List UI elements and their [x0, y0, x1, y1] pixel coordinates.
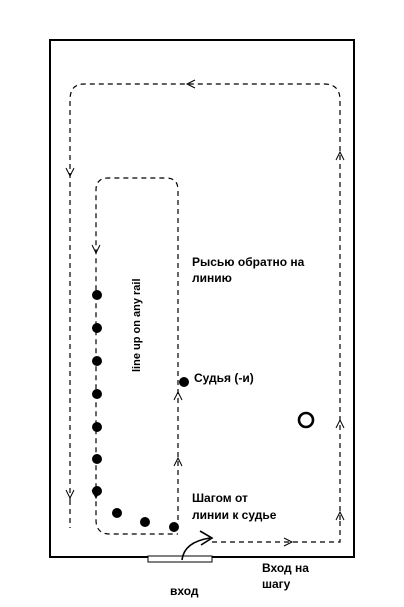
entrance-label: вход	[170, 584, 199, 598]
direction-arrows	[65, 79, 345, 547]
horse-marker	[92, 290, 102, 300]
arrow-up-inner	[173, 390, 183, 401]
horse-marker	[112, 508, 122, 518]
obstacle-ring	[297, 411, 315, 429]
entry-arrow	[181, 537, 211, 561]
arrow-left-top	[185, 79, 196, 89]
trot-back-label: Рысью обратно на	[192, 255, 305, 269]
arrow-up-right-2	[335, 418, 345, 429]
trot-route	[69, 83, 341, 520]
walk-label-2: линии к судье	[192, 508, 277, 522]
trot-back-label-2: линию	[192, 271, 232, 285]
judge-label: Судья (-и)	[194, 371, 254, 385]
arrow-up-right-3	[335, 510, 345, 521]
arrow-up-inner-2	[173, 456, 183, 467]
arrow-down-left	[65, 167, 75, 178]
lineup-route	[95, 177, 179, 535]
judge-marker	[179, 377, 189, 387]
horse-marker	[169, 522, 179, 532]
rail-note-label: line up on any rail	[131, 278, 143, 372]
arrow-right-entry	[283, 537, 294, 547]
horse-markers	[92, 290, 179, 532]
entry-walk-label-2: шагу	[262, 577, 291, 591]
entrance-gate	[147, 555, 213, 563]
horse-marker	[92, 486, 102, 496]
arrow-down-left-2	[65, 489, 75, 500]
entry-arrow-head	[199, 530, 214, 546]
horse-marker	[92, 356, 102, 366]
walk-label: Шагом от	[192, 491, 248, 505]
arrow-up-right	[335, 150, 345, 161]
entry-walk-label: Вход на	[262, 561, 309, 575]
horse-marker	[92, 323, 102, 333]
horse-marker	[140, 517, 150, 527]
entry-path	[212, 520, 341, 543]
horse-marker	[92, 422, 102, 432]
horse-marker	[92, 454, 102, 464]
arrow-down-inner	[91, 244, 101, 255]
horse-marker	[92, 389, 102, 399]
